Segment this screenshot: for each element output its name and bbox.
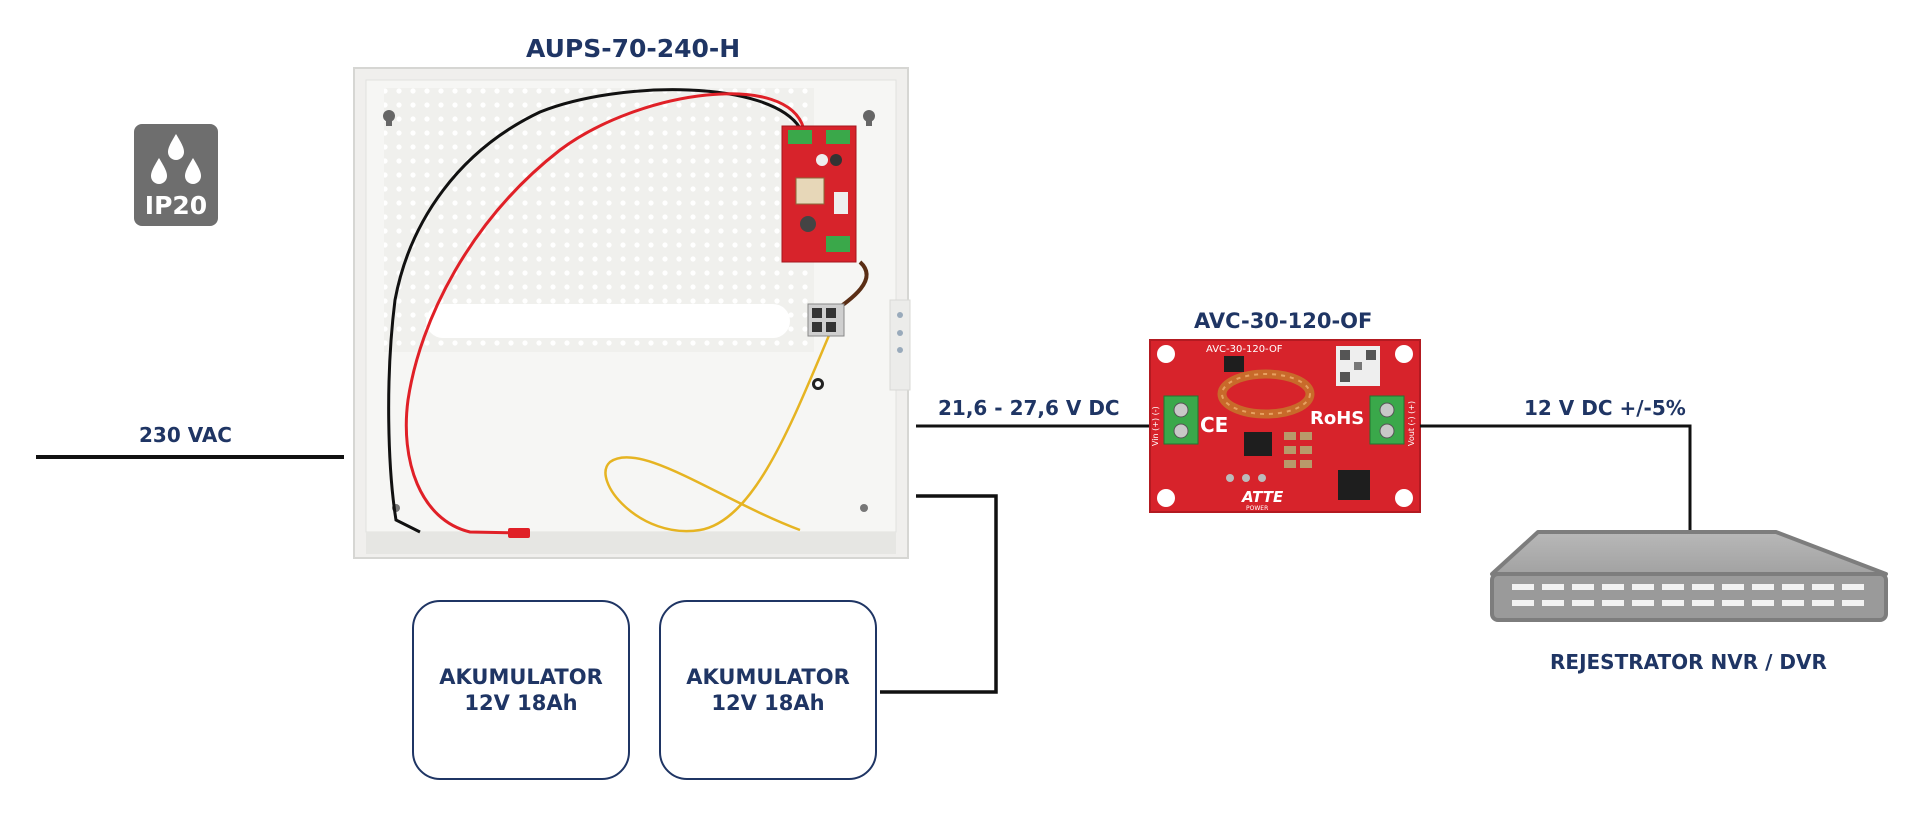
yellow-ground-wire — [604, 309, 842, 533]
ce-mark: CE — [1200, 413, 1228, 437]
input-voltage-label: 230 VAC — [139, 423, 232, 447]
vin-print: Vin (+) (-) — [1151, 406, 1160, 446]
water-drops-icon — [151, 134, 201, 184]
battery-1: AKUMULATOR 12V 18Ah — [412, 600, 630, 780]
battery-line — [880, 494, 998, 694]
red-wire — [404, 92, 806, 535]
ip20-badge: IP20 — [134, 124, 218, 226]
ip20-text: IP20 — [144, 191, 208, 220]
recorder-device — [1490, 530, 1888, 622]
converter-board: AVC-30-120-OF CE RoHS ATTE POWER Vin (+)… — [1149, 339, 1421, 513]
atte-logo-sub: POWER — [1246, 505, 1268, 512]
enclosure-title: AUPS-70-240-H — [526, 34, 741, 63]
battery-2-type: AKUMULATOR — [686, 665, 850, 689]
mid-voltage-label: 21,6 - 27,6 V DC — [938, 396, 1120, 420]
atte-logo: ATTE — [1241, 488, 1284, 506]
battery-1-spec: 12V 18Ah — [464, 691, 578, 715]
converter-board-print: AVC-30-120-OF — [1206, 344, 1283, 355]
battery-2: AKUMULATOR 12V 18Ah — [659, 600, 877, 780]
converter-title: AVC-30-120-OF — [1194, 309, 1373, 333]
battery-2-spec: 12V 18Ah — [711, 691, 825, 715]
black-wire — [387, 88, 802, 534]
battery-1-type: AKUMULATOR — [439, 665, 603, 689]
rohs-mark: RoHS — [1310, 408, 1364, 429]
output-voltage-label: 12 V DC +/-5% — [1524, 396, 1686, 420]
psu-board — [781, 125, 857, 263]
output-line — [1420, 424, 1692, 532]
red-wire-terminal — [508, 528, 530, 538]
recorder-label: REJESTRATOR NVR / DVR — [1550, 650, 1827, 674]
vout-print: Vout (-) (+) — [1407, 401, 1416, 446]
mains-terminal-block — [807, 303, 845, 337]
